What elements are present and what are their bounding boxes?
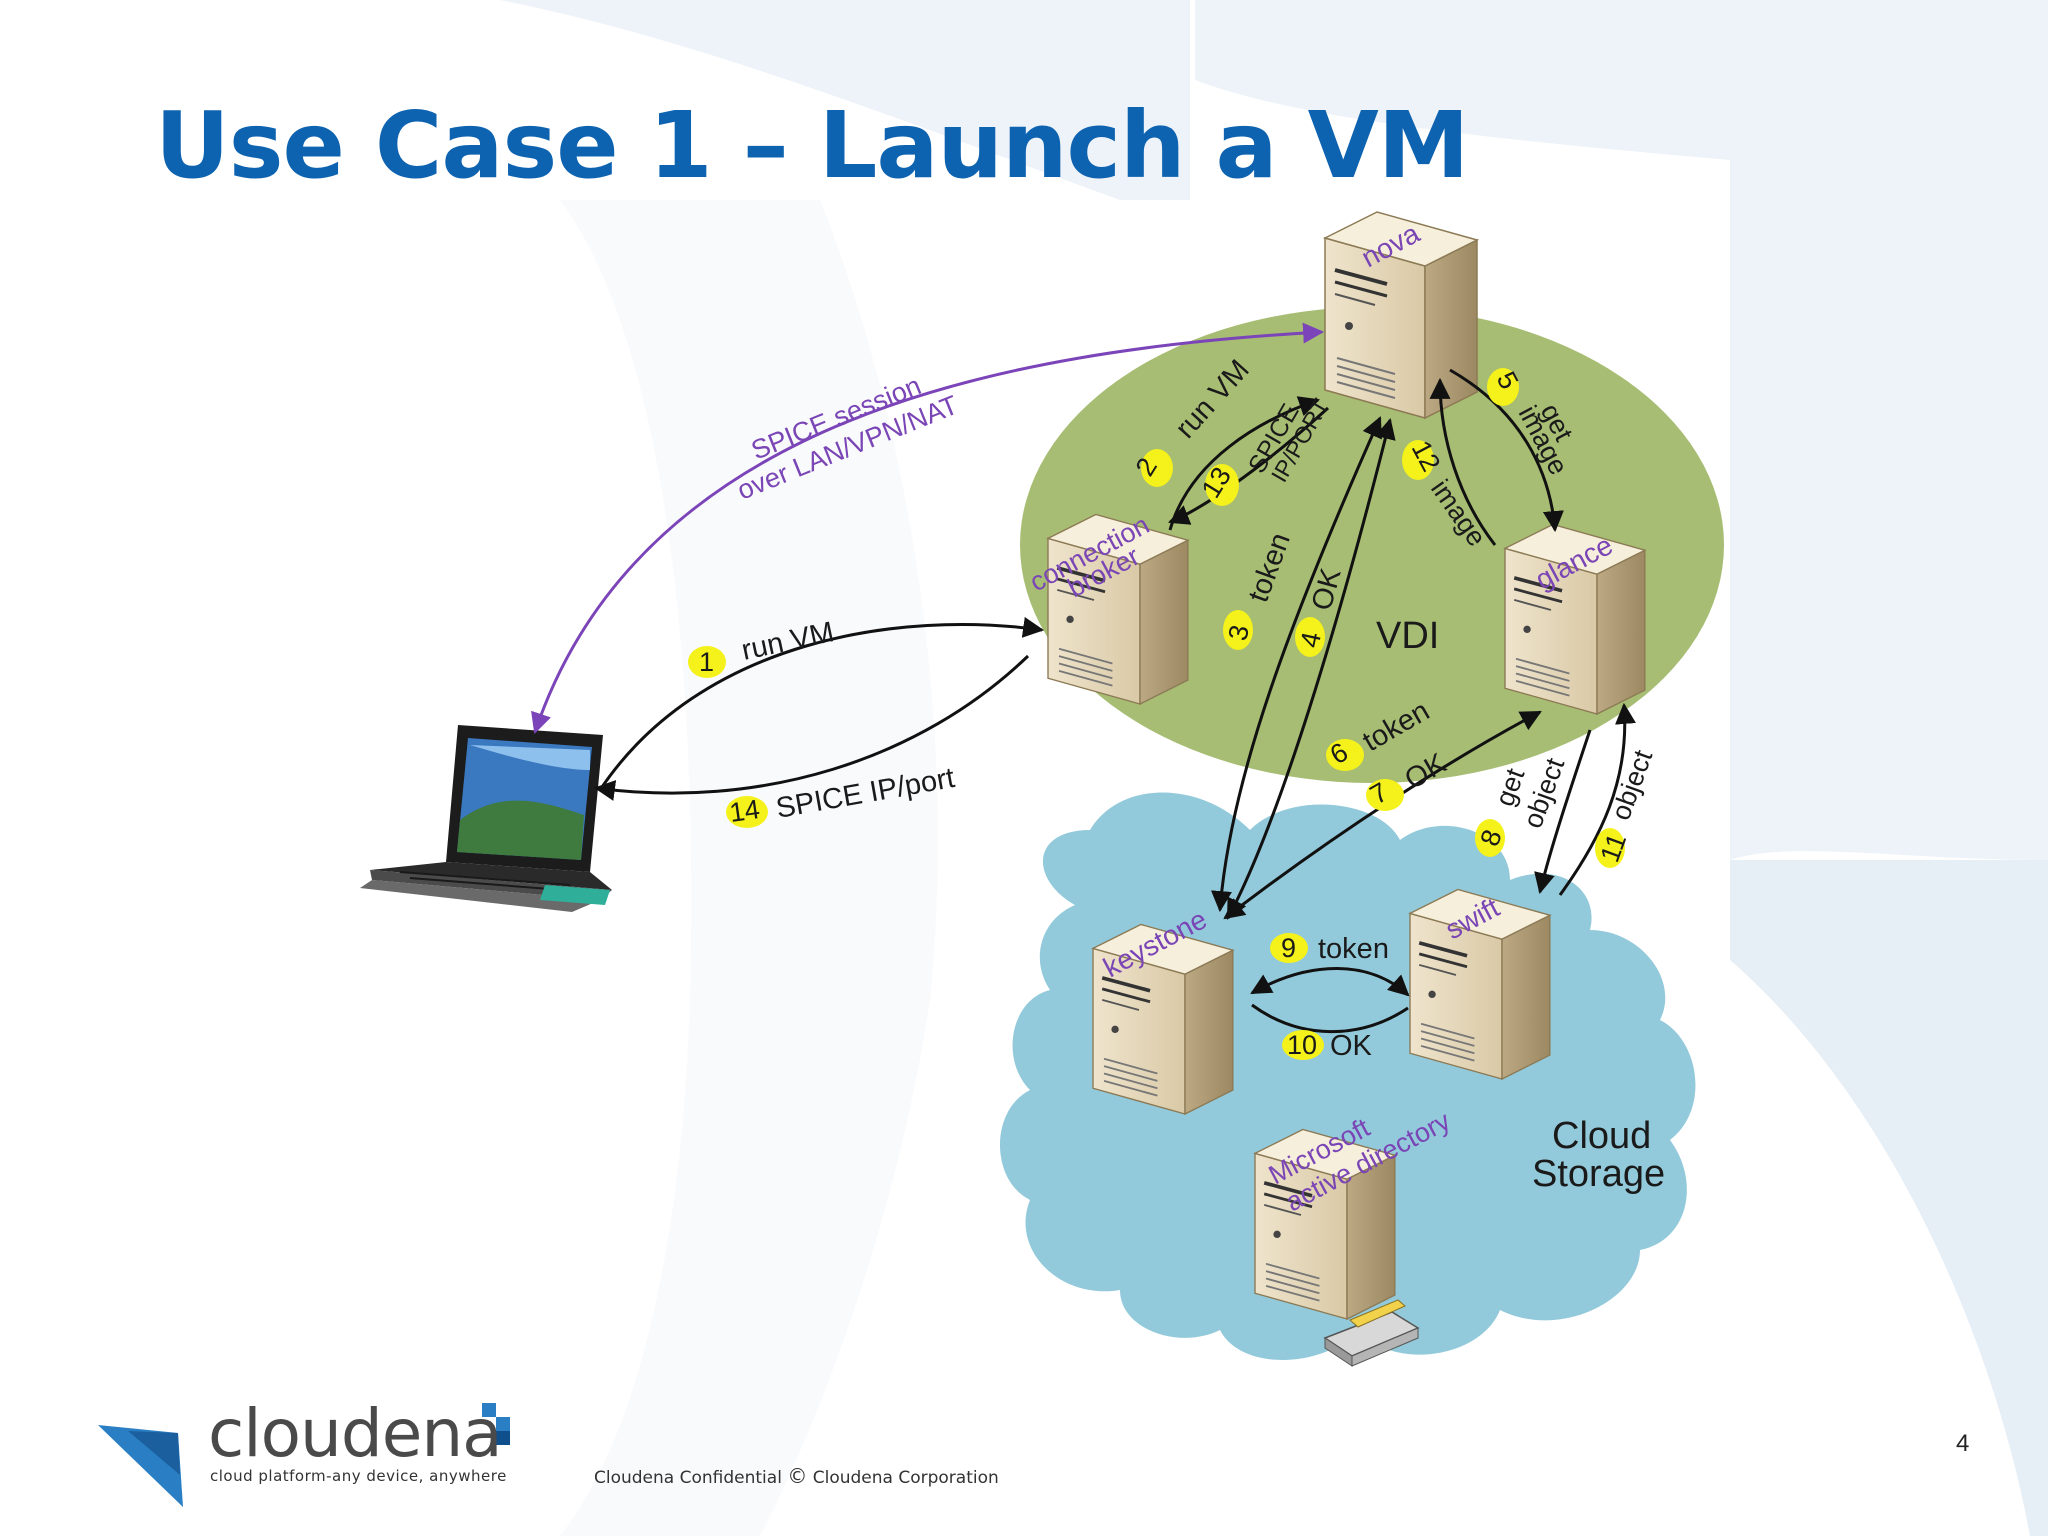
step-number-9: 9 (1281, 933, 1296, 963)
brand-tagline: cloud platform-any device, anywhere (210, 1467, 507, 1485)
step-label-14: SPICE IP/port (774, 762, 957, 825)
smart-card-reader-icon (1323, 1299, 1420, 1367)
copyright-mark: © (787, 1464, 808, 1488)
step-label-9: token (1318, 933, 1389, 965)
step-badge-10 (1282, 1030, 1324, 1060)
brand-name: cloudena (208, 1395, 503, 1472)
step-badge-7 (1366, 779, 1404, 811)
step-number-14: 14 (728, 794, 762, 828)
step-badge-13 (1205, 464, 1239, 506)
step-badge-8 (1475, 819, 1505, 857)
arrow-image-12 (1429, 377, 1497, 546)
step-label-11: object (1605, 746, 1658, 824)
page-number: 4 (1956, 1430, 1970, 1457)
step-badge-1 (688, 646, 726, 678)
arrow-run-vm-1 (598, 616, 1045, 791)
step-badge-3 (1223, 610, 1253, 650)
arrow-spice-ip-14 (593, 654, 1030, 801)
cloudena-logo-icon (98, 1425, 183, 1507)
step-badges: 1 run VM 2 run VM 13 SPICE IP/PORT 3 tok… (688, 354, 1658, 1062)
step-label-8b: object (1517, 754, 1570, 832)
step-badge-9 (1270, 933, 1308, 963)
step-label-10: OK (1330, 1030, 1373, 1062)
footer-confidential: Cloudena Confidential © Cloudena Corpora… (594, 1464, 999, 1488)
step-badge-14 (726, 796, 768, 828)
cloudena-logo-accent-icon (482, 1403, 510, 1445)
arrow-get-image-5 (1449, 368, 1564, 533)
cloudena-logo: cloudena cloud platform-any device, anyw… (98, 1395, 558, 1525)
arrow-object-11 (1558, 702, 1636, 896)
step-badge-4 (1295, 617, 1325, 657)
step-number-1: 1 (699, 647, 714, 677)
confidential-text: Cloudena Confidential (594, 1468, 782, 1488)
step-label-1: run VM (739, 616, 837, 667)
step-badge-2 (1141, 449, 1173, 487)
arrow-get-object-8 (1534, 729, 1592, 895)
step-number-10: 10 (1287, 1030, 1317, 1060)
step-badge-5 (1487, 368, 1519, 406)
cloud-storage-label-line2: Storage (1532, 1153, 1665, 1195)
vdi-label: VDI (1376, 615, 1439, 657)
arrow-ok-10 (1251, 1003, 1409, 1034)
step-number-3: 3 (1223, 622, 1255, 643)
step-number-4: 4 (1295, 629, 1327, 650)
step-badge-11 (1595, 828, 1625, 868)
laptop-icon (360, 725, 612, 912)
slide-title: Use Case 1 – Launch a VM (155, 92, 1469, 199)
spice-session-arrow (531, 322, 1325, 734)
corporation-text: Cloudena Corporation (812, 1468, 999, 1488)
arrow-token-9 (1250, 967, 1410, 997)
cloud-storage-label-line1: Cloud (1552, 1115, 1651, 1157)
step-badge-12 (1402, 440, 1434, 480)
step-badge-6 (1326, 739, 1364, 771)
